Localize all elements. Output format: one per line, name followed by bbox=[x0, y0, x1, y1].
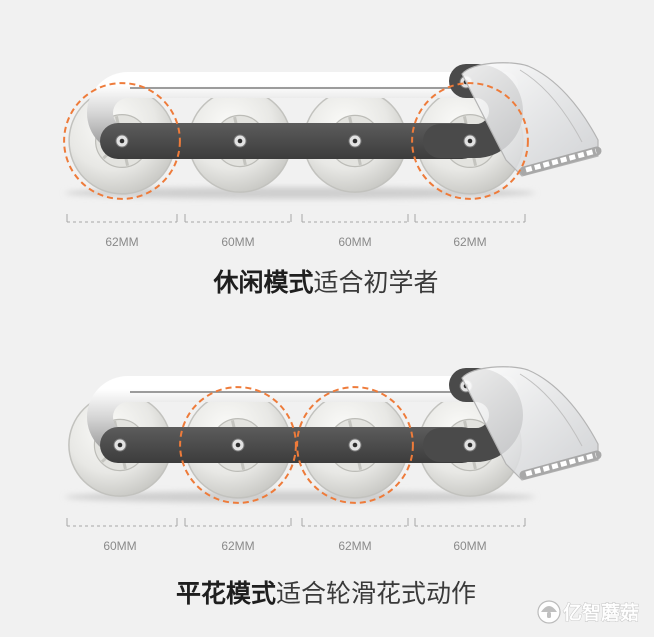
highlight-ring bbox=[63, 82, 181, 200]
highlight-rings bbox=[63, 82, 529, 200]
wheel-size-label: 62MM bbox=[221, 539, 254, 553]
wheel-size-label: 60MM bbox=[103, 539, 136, 553]
dimension-bracket bbox=[414, 214, 526, 223]
axle-bolt bbox=[113, 438, 127, 452]
ground-shadow bbox=[65, 187, 535, 199]
axle-bolt bbox=[463, 134, 477, 148]
highlight-ring bbox=[179, 386, 297, 504]
axle-bolt bbox=[233, 134, 247, 148]
highlight-rings bbox=[179, 386, 414, 504]
axle-bolt bbox=[348, 134, 362, 148]
boot-inner-edge bbox=[519, 373, 583, 447]
mode-name: 平花模式 bbox=[176, 579, 276, 608]
axle-bolt bbox=[463, 438, 477, 452]
dimension-bracket bbox=[184, 518, 292, 527]
axle-bolt bbox=[348, 438, 362, 452]
wheel-size-label: 62MM bbox=[453, 235, 486, 249]
dimension-bracket bbox=[414, 518, 526, 527]
dimension-markers bbox=[66, 518, 526, 527]
boot-cuff bbox=[461, 366, 599, 481]
axle-bolt bbox=[115, 134, 129, 148]
dimension-markers bbox=[66, 214, 526, 223]
mushroom-logo-icon bbox=[537, 600, 561, 624]
frame-plate bbox=[100, 427, 480, 463]
boot-inner-edge bbox=[519, 69, 583, 143]
highlight-ring bbox=[411, 82, 529, 200]
mode-description: 适合初学者 bbox=[314, 268, 439, 297]
skate-frame-panel-freestyle: 60MM 62MM 62MM 60MM bbox=[65, 366, 602, 553]
boot-sole-teeth bbox=[525, 148, 597, 173]
wheel-size-label: 60MM bbox=[453, 539, 486, 553]
boot-sole-teeth bbox=[525, 452, 597, 477]
wheel-size-labels: 60MM 62MM 62MM 60MM bbox=[103, 539, 486, 553]
wheel-size-label: 60MM bbox=[221, 235, 254, 249]
boot-shell bbox=[461, 62, 602, 177]
dimension-bracket bbox=[184, 214, 292, 223]
wheel-size-label: 62MM bbox=[338, 539, 371, 553]
frame-plate bbox=[100, 123, 480, 159]
panel-title-leisure: 休闲模式适合初学者 bbox=[212, 268, 438, 297]
ground-shadow bbox=[65, 491, 535, 503]
dimension-bracket bbox=[66, 214, 178, 223]
panel-title-freestyle: 平花模式适合轮滑花式动作 bbox=[176, 579, 476, 608]
mode-name: 休闲模式 bbox=[212, 268, 313, 297]
mode-description: 适合轮滑花式动作 bbox=[276, 579, 476, 608]
axle-bolt bbox=[231, 438, 245, 452]
boot-cuff bbox=[461, 62, 599, 177]
watermark-text: 亿智蘑菇 bbox=[563, 601, 639, 624]
wheel-size-label: 62MM bbox=[105, 235, 138, 249]
watermark: 亿智蘑菇 bbox=[537, 600, 639, 624]
highlight-ring bbox=[296, 386, 414, 504]
boot-shell bbox=[461, 366, 602, 481]
wheel-size-label: 60MM bbox=[338, 235, 371, 249]
dimension-bracket bbox=[301, 214, 409, 223]
skate-frame-panel-leisure: 62MM 60MM 60MM 62MM bbox=[63, 62, 602, 249]
dimension-bracket bbox=[66, 518, 178, 527]
dimension-bracket bbox=[301, 518, 409, 527]
wheel-size-labels: 62MM 60MM 60MM 62MM bbox=[105, 235, 486, 249]
